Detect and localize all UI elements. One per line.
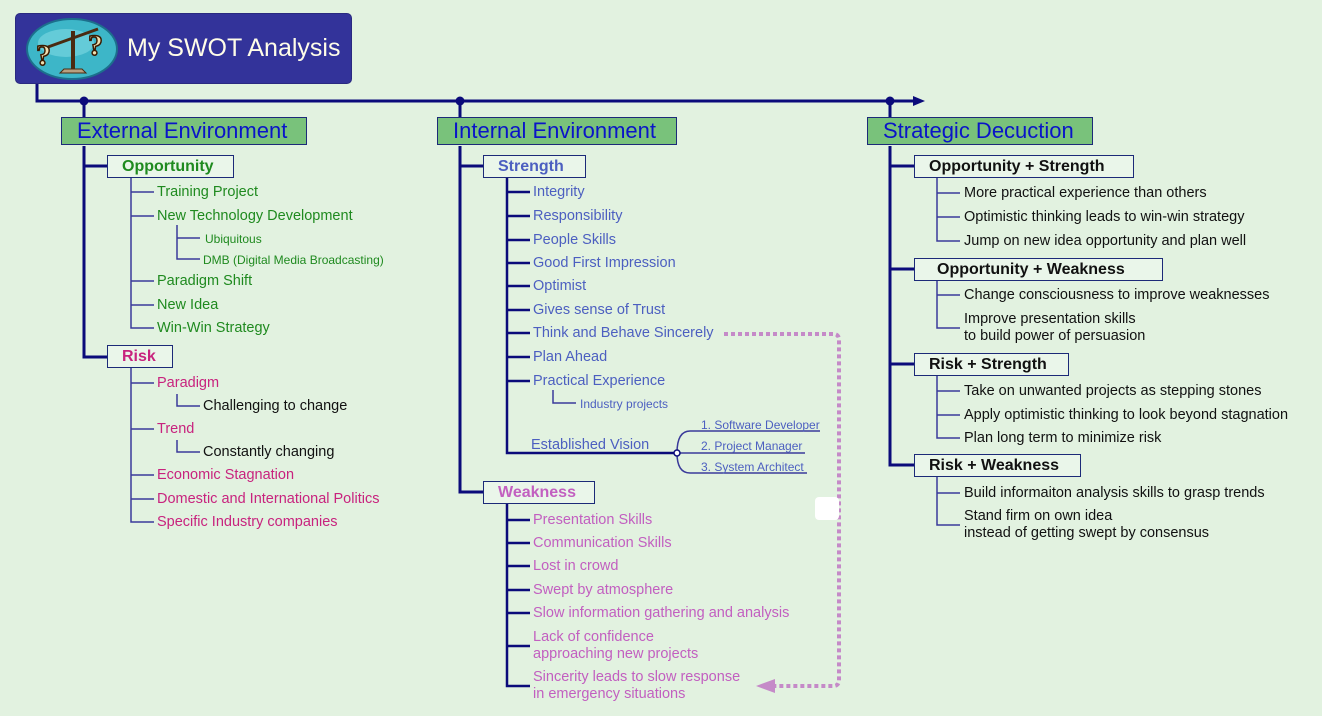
strategy-item[interactable]: Stand firm on own idea instead of gettin…: [964, 508, 1209, 542]
risk-item[interactable]: Specific Industry companies: [157, 514, 338, 530]
risk-item[interactable]: Domestic and International Politics: [157, 491, 380, 507]
vision-item[interactable]: 3. System Architect: [701, 460, 804, 474]
subtopic-opportunity-weakness[interactable]: Opportunity + Weakness: [914, 258, 1163, 281]
weakness-item-line: Sincerity leads to slow response: [533, 669, 741, 685]
strategy-item[interactable]: Apply optimistic thinking to look beyond…: [964, 407, 1289, 423]
strength-item[interactable]: Integrity: [533, 184, 585, 200]
strength-item[interactable]: Gives sense of Trust: [533, 302, 666, 318]
weakness-item-line: approaching new projects: [533, 646, 699, 662]
strategy-item-line: to build power of persuasion: [964, 328, 1146, 344]
strategy-item-line: instead of getting swept by consensus: [964, 525, 1210, 541]
established-vision[interactable]: Established Vision: [531, 437, 650, 453]
strategy-item[interactable]: Change consciousness to improve weakness…: [964, 287, 1270, 303]
main-topic-external-environment[interactable]: External Environment: [61, 117, 307, 145]
strategy-item[interactable]: Plan long term to minimize risk: [964, 430, 1162, 446]
vision-item[interactable]: 2. Project Manager: [701, 439, 803, 453]
risk-sub-item[interactable]: Constantly changing: [203, 444, 335, 460]
risk-item[interactable]: Paradigm: [157, 375, 220, 391]
main-topic-internal-environment[interactable]: Internal Environment: [437, 117, 677, 145]
vision-item[interactable]: 1. Software Developer: [701, 418, 820, 432]
risk-sub-item[interactable]: Challenging to change: [203, 398, 348, 414]
strength-item[interactable]: Optimist: [533, 278, 587, 294]
weakness-item[interactable]: Lack of confidence approaching new proje…: [533, 629, 698, 663]
opportunity-item[interactable]: Training Project: [157, 184, 259, 200]
subtopic-risk-weakness[interactable]: Risk + Weakness: [914, 454, 1081, 477]
strength-item[interactable]: Good First Impression: [533, 255, 676, 271]
strategy-item[interactable]: Improve presentation skills to build pow…: [964, 311, 1145, 345]
strength-sub-item[interactable]: Industry projects: [580, 397, 669, 411]
strategy-item-line: Stand firm on own idea: [964, 508, 1113, 524]
weakness-item[interactable]: Communication Skills: [533, 535, 672, 551]
opportunity-item[interactable]: Paradigm Shift: [157, 273, 253, 289]
opportunity-item[interactable]: New Technology Development: [157, 208, 353, 224]
strength-item[interactable]: People Skills: [533, 232, 617, 248]
opportunity-sub-item[interactable]: Ubiquitous: [205, 232, 262, 246]
strategy-item[interactable]: Take on unwanted projects as stepping st…: [964, 383, 1262, 399]
risk-item[interactable]: Economic Stagnation: [157, 467, 295, 483]
main-topic-strategic-deduction[interactable]: Strategic Decuction: [867, 117, 1093, 145]
subtopic-risk[interactable]: Risk: [107, 345, 173, 368]
subtopic-risk-strength[interactable]: Risk + Strength: [914, 353, 1069, 376]
opportunity-sub-item[interactable]: DMB (Digital Media Broadcasting): [203, 253, 384, 267]
strategy-item[interactable]: Jump on new idea opportunity and plan we…: [964, 233, 1247, 249]
opportunity-item[interactable]: Win-Win Strategy: [157, 320, 270, 336]
weakness-item[interactable]: Swept by atmosphere: [533, 582, 674, 598]
subtopic-weakness[interactable]: Weakness: [483, 481, 595, 504]
strategy-item[interactable]: Optimistic thinking leads to win-win str…: [964, 209, 1245, 225]
weakness-item[interactable]: Sincerity leads to slow response in emer…: [533, 669, 740, 703]
strength-item[interactable]: Plan Ahead: [533, 349, 608, 365]
subtopic-opportunity-strength[interactable]: Opportunity + Strength: [914, 155, 1134, 178]
strength-item[interactable]: Think and Behave Sincerely: [533, 325, 714, 341]
strategy-item[interactable]: More practical experience than others: [964, 185, 1207, 201]
weakness-item[interactable]: Presentation Skills: [533, 512, 653, 528]
weakness-item-line: Lack of confidence: [533, 629, 654, 645]
relationship-label-box[interactable]: [815, 497, 839, 520]
balance-scale-question-icon: ? ?: [26, 18, 118, 80]
subtopic-strength[interactable]: Strength: [483, 155, 586, 178]
weakness-item[interactable]: Lost in crowd: [533, 558, 619, 574]
weakness-item-line: in emergency situations: [533, 686, 686, 702]
central-topic-title: My SWOT Analysis: [127, 34, 341, 62]
weakness-item[interactable]: Slow information gathering and analysis: [533, 605, 790, 621]
svg-text:?: ?: [36, 39, 51, 72]
strength-item[interactable]: Responsibility: [533, 208, 623, 224]
risk-item[interactable]: Trend: [157, 421, 195, 437]
strength-item[interactable]: Practical Experience: [533, 373, 666, 389]
svg-text:?: ?: [88, 29, 103, 62]
subtopic-opportunity[interactable]: Opportunity: [107, 155, 234, 178]
opportunity-item[interactable]: New Idea: [157, 297, 219, 313]
strategy-item[interactable]: Build informaiton analysis skills to gra…: [964, 485, 1265, 501]
strategy-item-line: Improve presentation skills: [964, 311, 1136, 327]
